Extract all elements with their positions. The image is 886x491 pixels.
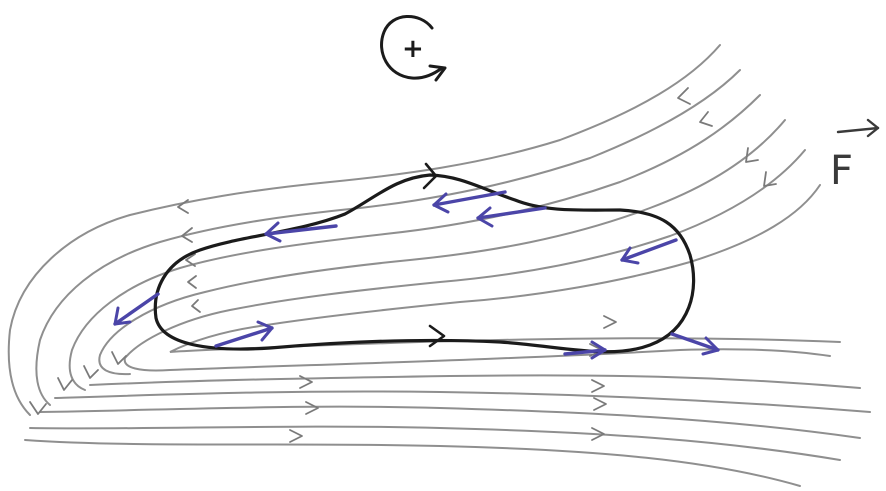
field-arrow-icon	[677, 87, 691, 105]
field-arrow-icon	[111, 351, 127, 365]
field-vector	[670, 332, 720, 352]
vector-arrow-icon	[836, 126, 880, 134]
field-vector	[113, 292, 160, 326]
field-vector	[620, 238, 678, 262]
field-label: F	[830, 118, 880, 194]
field-line	[29, 425, 841, 461]
orientation-symbol: +	[402, 34, 424, 64]
field-line	[98, 119, 786, 376]
field-vector-head-icon	[256, 320, 274, 342]
field-vector-head-icon	[432, 192, 450, 214]
field-line	[39, 405, 861, 439]
field-vector	[264, 224, 338, 236]
field-lines	[7, 44, 871, 487]
field-arrow-icon	[181, 227, 193, 243]
field-line	[35, 69, 741, 406]
orientation-indicator: +	[380, 15, 447, 82]
field-line	[89, 374, 861, 389]
field-arrow-icon	[591, 379, 605, 393]
field-arrow-icon	[593, 397, 607, 411]
field-arrow-icon	[305, 401, 319, 415]
field-arrow-icon	[289, 429, 303, 443]
curve-direction-arrow-icon	[422, 162, 438, 190]
field-line	[169, 184, 841, 353]
field-vector-head-icon	[264, 221, 282, 243]
field-arrow-icon	[187, 275, 197, 289]
field-arrow-icon	[177, 199, 189, 214]
field-line	[54, 390, 871, 413]
field-arrow-icon	[57, 377, 73, 391]
field-line	[68, 94, 761, 391]
counterclockwise-arrow-icon	[380, 15, 444, 80]
field-vector-head-icon	[620, 246, 640, 265]
field-vector-head-icon	[701, 336, 720, 356]
field-label-text: F	[830, 148, 853, 194]
field-vector-head-icon	[113, 306, 132, 326]
field-line	[7, 44, 721, 416]
field-arrowheads	[29, 87, 777, 443]
field-vector	[563, 348, 607, 356]
field-vector	[476, 206, 547, 220]
counterclockwise-arrow-head-icon	[428, 64, 447, 82]
curve-path	[153, 173, 696, 354]
field-line	[123, 149, 831, 372]
field-arrow-icon	[185, 253, 196, 267]
field-arrow-icon	[603, 315, 617, 329]
field-arrow-icon	[29, 401, 47, 415]
field-arrow-icon	[299, 375, 313, 389]
field-arrow-icon	[699, 111, 713, 127]
field-arrow-icon	[763, 171, 777, 187]
field-vector	[214, 326, 274, 348]
field-vector	[432, 190, 507, 207]
field-vectors	[113, 190, 720, 360]
field-arrow-icon	[83, 365, 99, 379]
field-arrow-icon	[191, 299, 201, 313]
vector-arrow-head-icon	[866, 118, 880, 138]
field-vector-head-icon	[590, 340, 607, 360]
field-vector-head-icon	[476, 206, 494, 228]
field-arrow-icon	[745, 147, 759, 163]
field-arrow-icon	[591, 427, 605, 441]
field-line	[24, 439, 801, 487]
closed-curve	[153, 162, 696, 354]
curve-direction-arrow-icon	[428, 324, 446, 348]
